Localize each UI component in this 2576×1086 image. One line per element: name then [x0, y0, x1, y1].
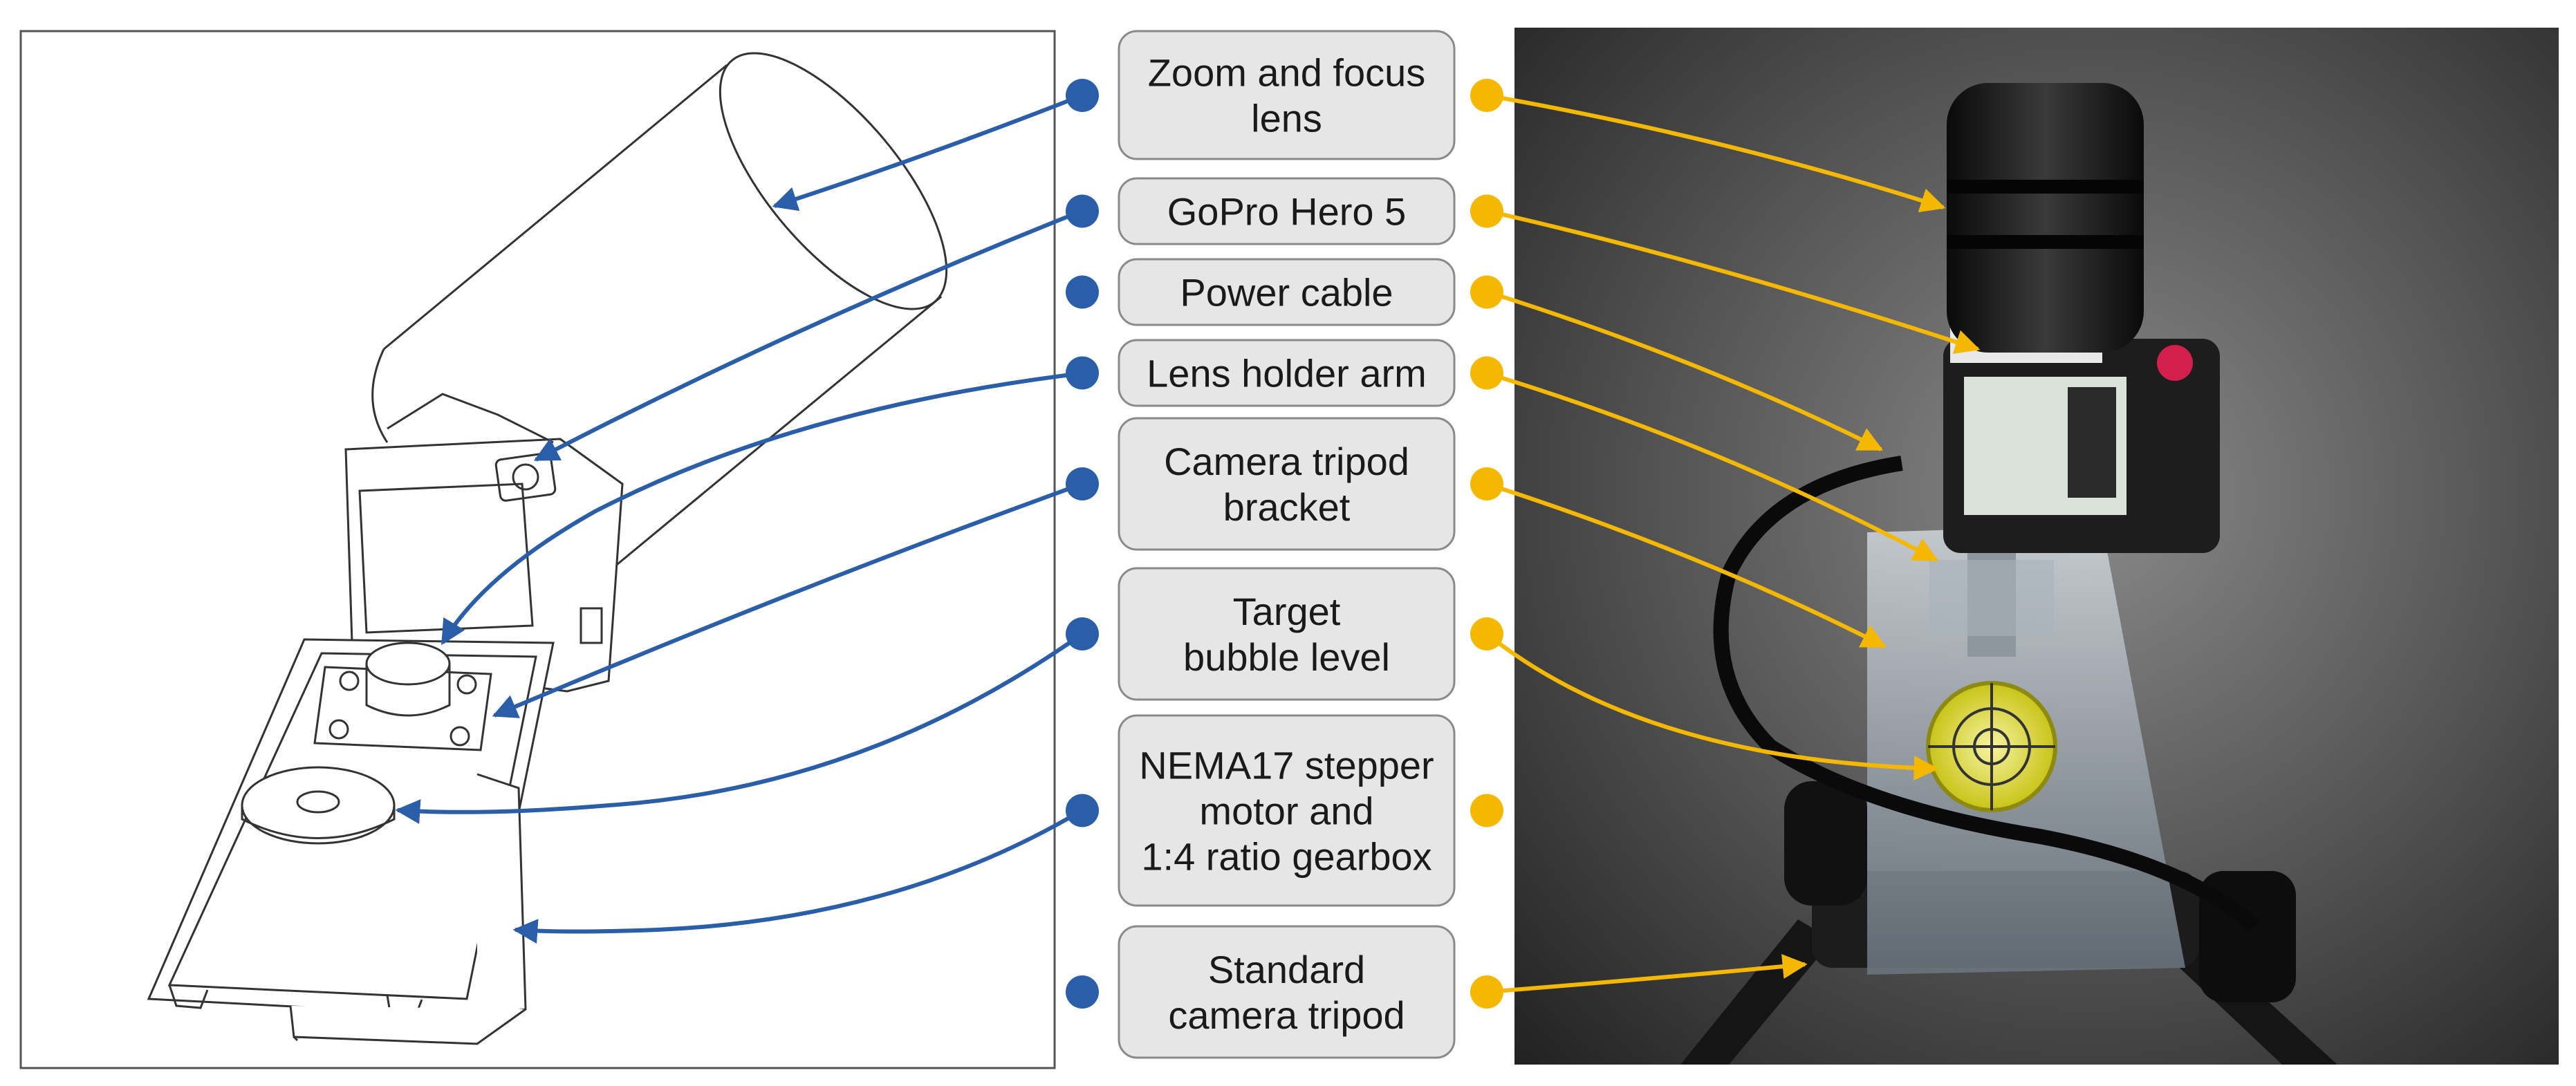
photo-arrow — [1486, 209, 1981, 354]
cad-tab — [168, 984, 209, 1009]
cad-camera-button — [494, 452, 557, 502]
label-box-bg — [1118, 417, 1456, 551]
label-text: Standard — [1208, 948, 1365, 991]
cad-mount-plate-inner — [167, 652, 537, 1000]
cad-bolt — [450, 726, 470, 747]
cad-bubble-level-side — [241, 805, 396, 839]
cad-callout-dot — [1066, 356, 1099, 390]
cad-arm-post — [365, 642, 451, 686]
label-box-bg — [1118, 339, 1456, 407]
cad-bolt — [328, 719, 349, 740]
photo-arrow — [1486, 954, 1808, 994]
cad-panel — [19, 30, 1056, 1069]
cad-bolt — [456, 674, 477, 695]
label-box-bg — [1118, 30, 1456, 160]
label-box-bg — [1118, 714, 1456, 907]
label-text: NEMA17 stepper — [1139, 744, 1434, 787]
label-box-bg — [1118, 567, 1456, 701]
label-box: Lens holder arm — [1066, 339, 1503, 407]
cad-arrow — [512, 808, 1084, 944]
label-text: Power cable — [1180, 271, 1393, 315]
label-box-bg — [1118, 925, 1456, 1059]
cad-arrow — [772, 93, 1084, 212]
label-text: 1:4 ratio gearbox — [1141, 835, 1431, 879]
photo-arrow — [1486, 371, 1939, 562]
label-text: lens — [1251, 97, 1322, 140]
cad-arrow — [395, 632, 1084, 825]
label-text: bubble level — [1183, 635, 1390, 679]
label-text: camera tripod — [1168, 993, 1405, 1037]
photo-tripod-knob — [1784, 781, 1867, 906]
cad-arrow — [441, 371, 1083, 646]
label-text: Camera tripod — [1164, 440, 1409, 483]
arrows — [395, 93, 1981, 994]
cad-camera-top — [387, 393, 554, 444]
cad-bubble-level — [241, 766, 396, 845]
cad-lens-end — [719, 52, 948, 310]
label-box-bg — [1118, 177, 1456, 245]
cad-side-door — [580, 607, 603, 644]
cad-callout-dot — [1066, 975, 1099, 1009]
label-text: Zoom and focus — [1148, 51, 1426, 95]
photo-tripod-bracket — [1929, 560, 2054, 636]
cad-drawing — [147, 52, 948, 1045]
label-text: GoPro Hero 5 — [1167, 190, 1407, 234]
cad-gearbox-front — [289, 1005, 526, 1045]
photo-lens-ring — [1947, 235, 2144, 249]
photo-lens-ring — [1947, 180, 2144, 194]
label-text: bracket — [1223, 485, 1351, 529]
photo-callout-dot — [1470, 356, 1503, 390]
photo-arrow — [1486, 290, 1884, 451]
label-text: motor and — [1199, 789, 1373, 833]
cad-bubble-level-center — [296, 790, 340, 814]
cad-shutter-icon — [512, 463, 539, 491]
label-box: Power cable — [1066, 258, 1503, 326]
label-text: Lens holder arm — [1147, 352, 1427, 395]
cad-gearbox-edge — [293, 1036, 299, 1042]
photo-panel — [1514, 28, 2559, 1065]
photo-arrow — [1485, 632, 1939, 781]
cad-camera-screen — [358, 483, 534, 634]
label-text: Target — [1233, 590, 1341, 633]
photo-gopro-screen-pattern — [2068, 387, 2116, 498]
photo-callout-dot — [1470, 794, 1503, 827]
photo-arrow — [1486, 482, 1887, 648]
cad-bolt — [339, 671, 360, 691]
cad-lens-rim — [371, 348, 389, 443]
label-box-bg — [1118, 258, 1456, 326]
photo-gopro-record-button — [2157, 345, 2193, 381]
cad-arrow — [533, 209, 1084, 462]
photo-arrow — [1486, 93, 1946, 213]
cad-arm-post-side — [365, 664, 451, 717]
cad-arrow — [492, 482, 1084, 718]
label-box: GoPro Hero 5 — [1066, 177, 1503, 245]
cad-callout-dot — [1066, 275, 1099, 309]
photo-zoom-lens — [1947, 83, 2144, 353]
